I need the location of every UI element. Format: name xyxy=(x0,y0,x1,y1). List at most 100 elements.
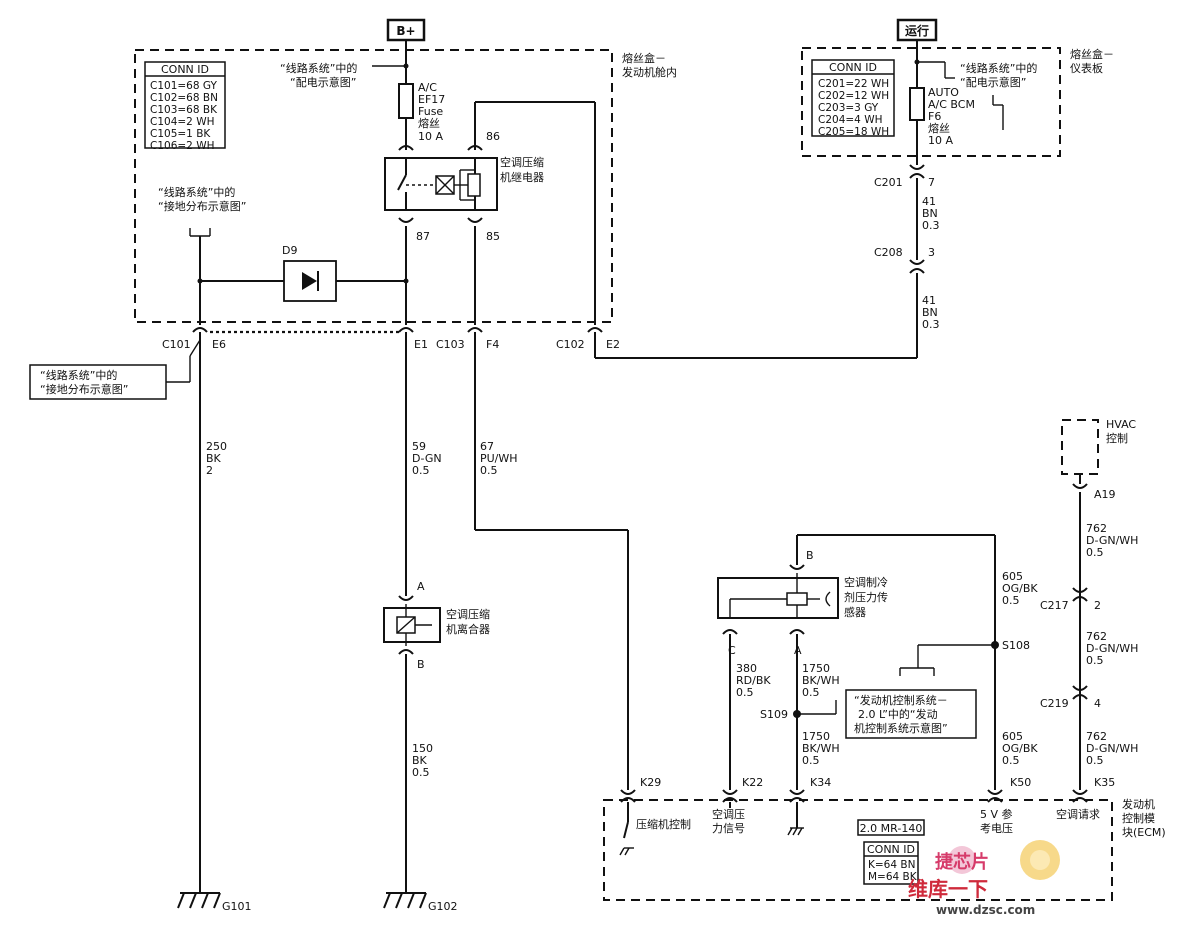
run-power-source: 运行 xyxy=(896,18,938,42)
svg-text:发动机舱内: 发动机舱内 xyxy=(622,65,677,79)
svg-text:0.5: 0.5 xyxy=(736,686,754,699)
svg-text:Fuse: Fuse xyxy=(418,105,443,118)
svg-text:空调压缩: 空调压缩 xyxy=(446,607,490,621)
svg-text:B: B xyxy=(806,549,814,562)
fuse-ef17 xyxy=(398,83,414,119)
svg-text:“接地分布示意图”: “接地分布示意图” xyxy=(158,199,246,213)
svg-text:0.5: 0.5 xyxy=(480,464,498,477)
svg-text:67: 67 xyxy=(480,440,494,453)
svg-text:2.0 L”中的“发动: 2.0 L”中的“发动 xyxy=(858,707,938,721)
svg-text:86: 86 xyxy=(486,130,500,143)
ecm-module: 发动机 控制模 块(ECM) K29 K22 K34 K50 K35 压缩机控制… xyxy=(603,776,1166,901)
ac-compressor-clutch xyxy=(383,604,441,646)
svg-text:www.dzsc.com: www.dzsc.com xyxy=(936,903,1035,917)
svg-text:250: 250 xyxy=(206,440,227,453)
svg-text:E1: E1 xyxy=(414,338,428,351)
ac-refrigerant-pressure-sensor xyxy=(717,573,839,619)
svg-text:C217: C217 xyxy=(1040,599,1069,612)
svg-text:K=64 BN: K=64 BN xyxy=(868,859,915,871)
svg-text:5 V 参: 5 V 参 xyxy=(980,807,1013,821)
svg-text:85: 85 xyxy=(486,230,500,243)
svg-text:熔丝盒－: 熔丝盒－ xyxy=(1070,47,1114,61)
svg-text:0.5: 0.5 xyxy=(412,464,430,477)
svg-text:块(ECM): 块(ECM) xyxy=(1122,826,1166,839)
svg-text:“配电示意图”: “配电示意图” xyxy=(290,75,356,89)
svg-text:A: A xyxy=(417,580,425,593)
svg-text:K50: K50 xyxy=(1010,776,1031,789)
svg-text:A19: A19 xyxy=(1094,488,1116,501)
svg-text:C202=12 WH: C202=12 WH xyxy=(818,90,889,102)
svg-text:C205=18 WH: C205=18 WH xyxy=(818,126,889,138)
svg-text:CONN ID: CONN ID xyxy=(161,63,209,76)
svg-text:C103=68 BK: C103=68 BK xyxy=(150,104,218,116)
svg-text:B: B xyxy=(417,658,425,671)
svg-text:D-GN/WH: D-GN/WH xyxy=(1086,642,1138,655)
svg-text:150: 150 xyxy=(412,742,433,755)
svg-text:0.5: 0.5 xyxy=(412,766,430,779)
svg-text:A/C: A/C xyxy=(418,81,437,94)
svg-text:1750: 1750 xyxy=(802,662,830,675)
ac-compressor-relay xyxy=(384,157,498,211)
svg-text:BK/WH: BK/WH xyxy=(802,674,840,687)
svg-text:BK: BK xyxy=(206,452,222,465)
fuse-f6 xyxy=(909,87,925,121)
connector-c201: C201 7 xyxy=(874,164,935,189)
svg-text:捷芯片: 捷芯片 xyxy=(935,851,989,873)
svg-text:0.3: 0.3 xyxy=(922,318,940,331)
svg-text:维库一下: 维库一下 xyxy=(908,877,988,901)
connector-c219: C219 4 xyxy=(1040,685,1101,710)
svg-text:“线路系统”中的: “线路系统”中的 xyxy=(40,368,117,382)
svg-text:C101=68 GY: C101=68 GY xyxy=(150,80,217,92)
ground-ref-left: “线路系统”中的 “接地分布示意图” xyxy=(29,339,201,400)
svg-text:M=64 BK: M=64 BK xyxy=(868,871,918,883)
svg-text:C208: C208 xyxy=(874,246,903,259)
svg-text:仪表板: 仪表板 xyxy=(1070,61,1103,75)
svg-text:D9: D9 xyxy=(282,244,297,257)
watermark-logo: 捷芯片 维库一下 www.dzsc.com xyxy=(908,840,1060,917)
svg-text:CONN ID: CONN ID xyxy=(829,61,877,74)
svg-text:“发动机控制系统－: “发动机控制系统－ xyxy=(854,693,948,707)
splice-s109: S109 xyxy=(760,708,836,721)
svg-text:605: 605 xyxy=(1002,730,1023,743)
svg-text:“配电示意图”: “配电示意图” xyxy=(960,75,1026,89)
svg-text:1750: 1750 xyxy=(802,730,830,743)
hvac-control: HVAC 控制 xyxy=(1061,418,1136,475)
svg-text:0.5: 0.5 xyxy=(802,686,820,699)
svg-text:发动机: 发动机 xyxy=(1122,797,1155,811)
svg-text:2: 2 xyxy=(1094,599,1101,612)
svg-text:BK/WH: BK/WH xyxy=(802,742,840,755)
svg-text:3: 3 xyxy=(928,246,935,259)
svg-text:机控制系统示意图”: 机控制系统示意图” xyxy=(854,721,948,735)
svg-text:C102: C102 xyxy=(556,338,585,351)
svg-text:762: 762 xyxy=(1086,630,1107,643)
svg-text:控制模: 控制模 xyxy=(1122,811,1155,825)
svg-text:C204=4 WH: C204=4 WH xyxy=(818,114,882,126)
conn-id-table-ip: CONN ID C201=22 WH C202=12 WH C203=3 GY … xyxy=(811,59,895,138)
svg-text:4: 4 xyxy=(1094,697,1101,710)
svg-text:0.3: 0.3 xyxy=(922,219,940,232)
svg-text:“线路系统”中的: “线路系统”中的 xyxy=(158,185,235,199)
diode-d9: D9 xyxy=(200,244,406,302)
svg-text:“接地分布示意图”: “接地分布示意图” xyxy=(40,382,128,396)
svg-text:剂压力传: 剂压力传 xyxy=(844,590,888,604)
svg-text:B+: B+ xyxy=(396,24,415,38)
svg-text:PU/WH: PU/WH xyxy=(480,452,518,465)
svg-text:S109: S109 xyxy=(760,708,788,721)
svg-text:BN: BN xyxy=(922,207,938,220)
svg-text:87: 87 xyxy=(416,230,430,243)
svg-text:0.5: 0.5 xyxy=(1086,754,1104,767)
svg-text:7: 7 xyxy=(928,176,935,189)
svg-text:A/C BCM: A/C BCM xyxy=(928,98,975,111)
svg-text:C104=2 WH: C104=2 WH xyxy=(150,116,214,128)
connectors-engine-fusebox: C101 E6 E1 C103 F4 C102 E2 xyxy=(162,327,620,351)
svg-text:空调压缩: 空调压缩 xyxy=(500,155,544,169)
fuse-box-engine: 熔丝盒－ 发动机舱内 CONN ID C101=68 GY C102=68 BN… xyxy=(134,40,677,325)
svg-text:BN: BN xyxy=(922,306,938,319)
svg-text:K22: K22 xyxy=(742,776,763,789)
svg-text:机继电器: 机继电器 xyxy=(500,170,544,184)
svg-text:C106=2 WH: C106=2 WH xyxy=(150,140,214,152)
svg-text:0.5: 0.5 xyxy=(1086,654,1104,667)
svg-text:41: 41 xyxy=(922,195,936,208)
ground-g101: G101 xyxy=(177,892,252,913)
svg-text:F6: F6 xyxy=(928,110,941,123)
